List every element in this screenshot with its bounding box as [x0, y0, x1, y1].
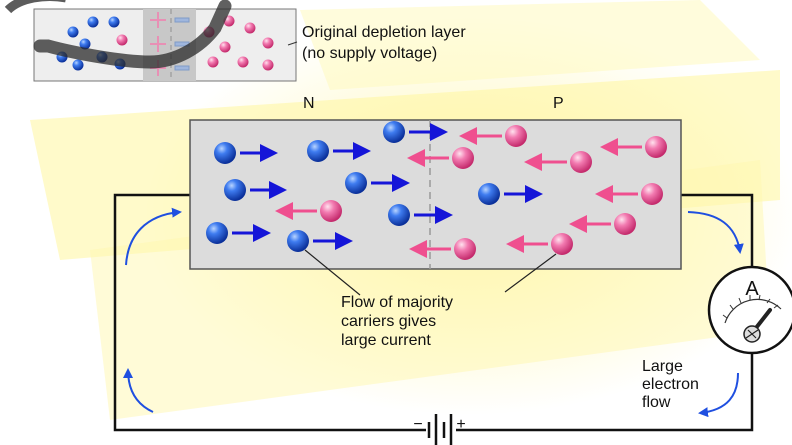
majority-caption-line1: Flow of majority: [341, 294, 454, 311]
ammeter-pivot-cross: [745, 329, 759, 339]
ammeter-label: A: [745, 278, 759, 300]
electron-carrier: [206, 222, 271, 244]
flow-arrow-left-bottom: [123, 368, 154, 413]
hole-carrier: [600, 136, 667, 158]
battery-plus-sign: +: [456, 416, 465, 433]
inset-negative-ions: [174, 17, 190, 71]
ammeter: [707, 265, 792, 355]
hole-carrier: [275, 200, 342, 222]
inset-caption-line1: Original depletion layer: [302, 24, 466, 41]
hole-carrier: [409, 238, 476, 260]
inset-wire-swoosh: [33, 0, 232, 69]
hole-carrier: [595, 183, 663, 205]
ammeter-ticks: [722, 294, 779, 319]
hole-carrier: [459, 125, 527, 147]
inset-depletion-layer: [4, 0, 298, 82]
ammeter-scale: [724, 298, 782, 324]
electron-carrier: [287, 230, 353, 252]
electron-carrier: [307, 140, 371, 162]
electron-carrier: [388, 204, 453, 226]
flow-caption-line2: electron: [642, 376, 699, 393]
flow-caption-line3: flow: [642, 394, 671, 411]
electron-carrier: [345, 172, 410, 194]
electron-carrier: [478, 183, 543, 205]
annotation-pointer-lines: [304, 249, 557, 296]
circuit-wire: [113, 193, 754, 432]
ammeter-dial: [707, 265, 792, 355]
majority-electrons: [206, 121, 543, 252]
n-region-label: N: [303, 95, 315, 112]
majority-caption-line3: large current: [341, 332, 431, 349]
majority-holes: [275, 125, 667, 260]
flow-arrow-left-top: [125, 207, 182, 266]
hole-carrier: [407, 147, 474, 169]
battery-symbol: [426, 414, 456, 445]
flow-arrow-right-bottom: [698, 372, 739, 418]
p-region-label: P: [553, 95, 564, 112]
hole-carrier: [506, 233, 573, 255]
inset-caption-line2: (no supply voltage): [302, 45, 438, 62]
inset-swoosh-arc: [4, 0, 66, 14]
electron-carrier: [383, 121, 448, 143]
electron-carrier: [224, 179, 287, 201]
electron-flow-arrows: [123, 207, 744, 418]
flow-caption-line1: Large: [642, 358, 683, 375]
battery-minus-sign: −: [413, 416, 422, 433]
hole-carrier: [524, 151, 592, 173]
flow-arrow-right-top: [687, 211, 744, 254]
majority-caption-line2: carriers gives: [341, 313, 437, 330]
hole-carrier: [569, 213, 636, 235]
electron-carrier: [214, 142, 278, 164]
inset-pointer-line: [287, 41, 298, 46]
